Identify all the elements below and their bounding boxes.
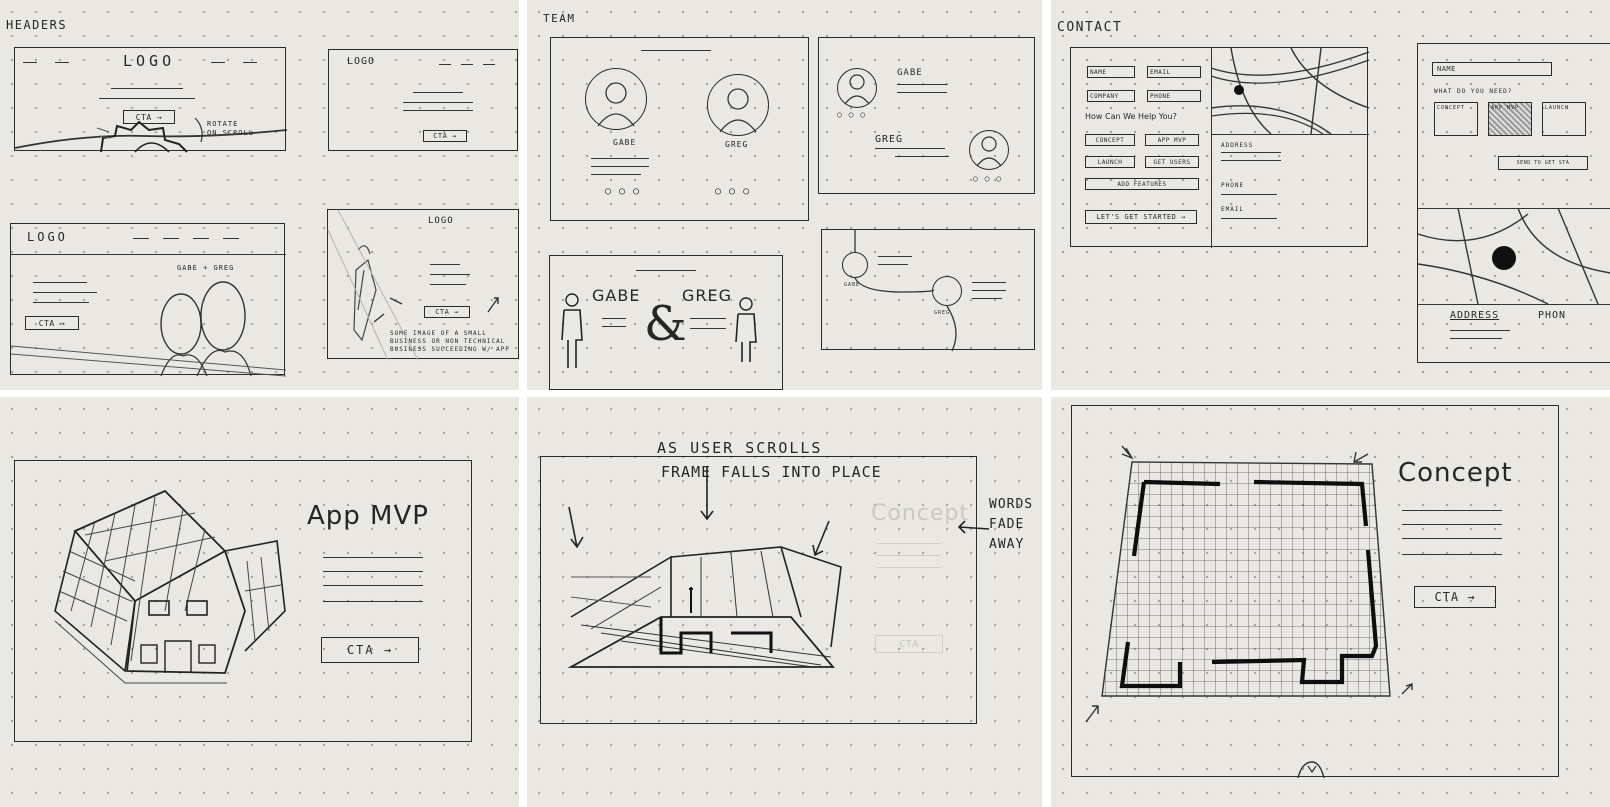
cta-button-sketch: CTA → (321, 637, 419, 663)
option-concept: CONCEPT (1434, 102, 1478, 136)
option-get-users: GET USERS (1145, 156, 1199, 168)
room-frame-sketch (567, 467, 842, 668)
cta-button-sketch: CTA → (123, 110, 175, 124)
phone-tab: PHON (1538, 310, 1567, 321)
wireframe-header-gear: LOGO CTA → ROTATE ON SCROLL (14, 47, 288, 153)
gear-sketch (14, 117, 288, 153)
member-name-greg: GREG (875, 134, 904, 145)
logo-text: LOGO (27, 230, 68, 244)
cta-button-sketch: CTA → (1414, 586, 1496, 608)
member-name-greg: GREG (725, 140, 749, 149)
field-company: COMPANY (1087, 90, 1135, 102)
words-fade-note: WORDS FADE AWAY (989, 497, 1034, 552)
wireframe-header-image: LOGO CTA → SOME IMAGE OF A SMALL BUSINES… (327, 209, 519, 361)
member-name-gabe: GABE (613, 138, 637, 147)
option-app-mvp: APP MVP (1145, 134, 1199, 146)
app-mvp-title: App MVP (307, 501, 429, 531)
member-name-gabe: GABE (897, 68, 923, 78)
wireframe-team-timeline: GABE GREG (821, 229, 1035, 352)
logo-text: LOGO (347, 56, 376, 67)
section-title-team: TEAM (543, 12, 576, 25)
member-name-greg: GREG (682, 286, 733, 305)
member-name-greg: GREG (934, 310, 951, 316)
field-phone: PHONE (1147, 90, 1201, 102)
logo-text: LOGO (428, 216, 454, 226)
avatar-sketch (707, 74, 769, 136)
cta-button-sketch: CTA → (423, 130, 467, 142)
send-button: SEND TO GET STA (1498, 156, 1588, 170)
floor-plan-sketch (1085, 445, 1413, 779)
field-name: NAME (1432, 62, 1552, 76)
person-sketch (327, 209, 499, 361)
sketch-panel-concept: Concept CTA → (1051, 397, 1610, 807)
wireframe-scroll-frame: Concept CTA (540, 456, 977, 724)
social-dots: ○ ○ ○ (837, 110, 867, 119)
sketch-panel-contact: CONTACT NAME EMAIL COMPANY PHONE How Can… (1051, 0, 1610, 390)
social-dots: ○ ○ ○ (605, 186, 641, 197)
wireframe-header-simple: LOGO CTA → (328, 49, 518, 151)
sketch-panel-scroll: AS USER SCROLLS FRAME FALLS INTO PLACE C… (527, 397, 1042, 807)
option-launch: LAUNCH (1542, 102, 1586, 136)
wireframe-contact-alt: NAME WHAT DO YOU NEED? CONCEPT APP MVP L… (1417, 43, 1610, 363)
map-sketch (1210, 47, 1370, 135)
scroll-note-line-1: AS USER SCROLLS (657, 439, 823, 457)
avatar-sketch (585, 68, 647, 130)
wireframe-team-circles: GABE GREG ○ ○ ○ ○ ○ ○ (550, 37, 809, 221)
sketch-panel-team: TEAM GABE GREG ○ ○ ○ ○ ○ ○ GABE ○ ○ ○ (527, 0, 1042, 390)
field-email: EMAIL (1147, 66, 1201, 78)
founders-silhouette-sketch (10, 281, 287, 377)
form-question: How Can We Help You? (1085, 112, 1177, 121)
field-name: NAME (1087, 66, 1135, 78)
scroll-note-line-2: FRAME FALLS INTO PLACE (661, 463, 882, 481)
phone-label: PHONE (1221, 182, 1245, 189)
cta-lets-get-started: LET'S GET STARTED → (1085, 210, 1197, 224)
what-do-you-need: WHAT DO YOU NEED? (1434, 88, 1513, 95)
cta-button-sketch: CTA → (424, 306, 470, 318)
sketch-panel-headers: HEADERS LOGO CTA → ROTATE ON SCROLL LOGO… (0, 0, 519, 390)
cta-button-sketch: CTA → (25, 316, 79, 330)
ghost-cta-button: CTA (875, 635, 943, 653)
social-dots: ○ ○ ○ (973, 174, 1003, 183)
note-rotate-on-scroll: ROTATE ON SCROLL (207, 120, 254, 137)
wireframe-concept: Concept CTA → (1071, 405, 1559, 779)
wireframe-team-alternating: GABE ○ ○ ○ GREG ○ ○ ○ (818, 37, 1035, 194)
wireframe-app-mvp: App MVP CTA → (14, 460, 472, 742)
social-dots: ○ ○ ○ (715, 186, 751, 197)
address-label: ADDRESS (1221, 142, 1254, 149)
member-name-gabe: GABE (844, 282, 861, 288)
section-title-headers: HEADERS (6, 18, 68, 32)
email-label: EMAIL (1221, 206, 1245, 213)
member-name-gabe: GABE (592, 286, 641, 305)
option-app-mvp-selected: APP MVP (1488, 102, 1532, 136)
concept-title: Concept (1398, 458, 1513, 488)
wireframe-header-founders: LOGO CTA → GABE + GREG (10, 223, 287, 377)
wireframe-team-figures: GABE GREG & (549, 255, 783, 390)
option-add-features: ADD FEATURES (1085, 178, 1199, 190)
house-sketch (54, 489, 286, 684)
logo-text: LOGO (123, 52, 176, 70)
note-gabe-greg: GABE + GREG (177, 264, 235, 272)
ghost-concept-title: Concept (871, 501, 969, 526)
section-title-contact: CONTACT (1057, 20, 1123, 35)
sketch-panel-app-mvp: App MVP CTA → (0, 397, 519, 807)
wireframe-contact-form: NAME EMAIL COMPANY PHONE How Can We Help… (1070, 47, 1370, 248)
ampersand: & (644, 296, 688, 352)
option-launch: LAUNCH (1085, 156, 1135, 168)
address-tab: ADDRESS (1450, 310, 1500, 321)
option-concept: CONCEPT (1085, 134, 1135, 146)
figure-sketches (561, 293, 757, 368)
